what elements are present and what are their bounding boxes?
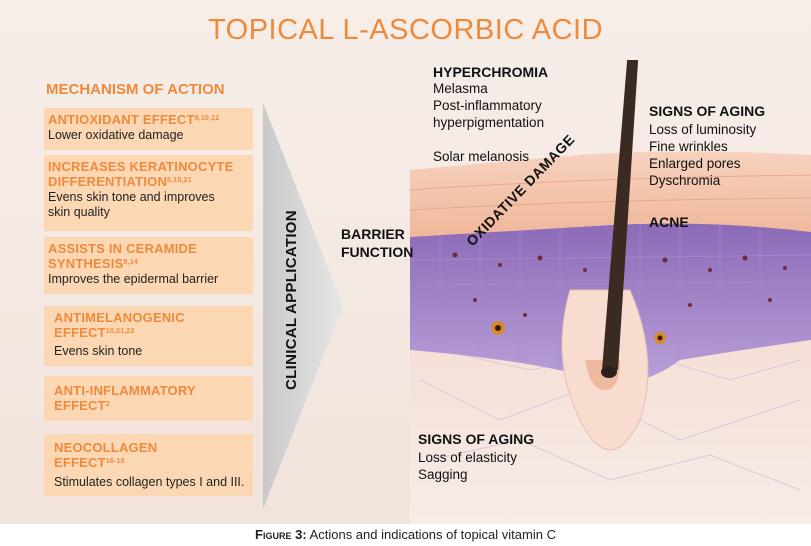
skin-cross-section-illustration [409, 60, 811, 524]
mechanism-desc: Stimulates collagen types I and III. [54, 475, 245, 489]
clinical-arrow-shape [263, 103, 343, 509]
caption-label: Figure 3: [255, 527, 307, 542]
hyperchromia-item: Melasma [433, 81, 488, 96]
hyperchromia-item: Solar melanosis [433, 149, 530, 164]
signs-aging-item: Enlarged pores [649, 156, 741, 171]
acne-label: ACNE [649, 214, 689, 230]
hyperchromia-item: hyperpigmentation [433, 115, 545, 130]
signs-aging-top-heading: SIGNS OF AGING [649, 103, 766, 119]
figure-caption: Figure 3: Actions and indications of top… [0, 527, 811, 542]
mechanism-heading: MECHANISM OF ACTION [46, 81, 225, 98]
barrier-label-line2: FUNCTION [341, 244, 414, 260]
hyperchromia-heading: HYPERCHROMIA [433, 64, 549, 80]
mechanism-desc: Lower oxidative damage [48, 128, 184, 142]
mechanism-title: ANTIOXIDANT EFFECT9,10,12 [48, 112, 220, 127]
signs-aging-item: Loss of luminosity [649, 122, 757, 137]
figure-title: TOPICAL L-ASCORBIC ACID [207, 14, 604, 46]
hyperchromia-item: Post-inflammatory [433, 98, 542, 113]
signs-aging-item: Fine wrinkles [649, 139, 728, 154]
barrier-label-line1: BARRIER [341, 226, 405, 242]
caption-text: Actions and indications of topical vitam… [309, 527, 556, 542]
mechanism-desc: Improves the epidermal barrier [48, 272, 219, 286]
signs-aging-bottom-heading: SIGNS OF AGING [418, 431, 535, 447]
mechanism-desc: Evens skin tone [54, 344, 143, 358]
mechanism-box-antioxidant: ANTIOXIDANT EFFECT9,10,12 Lower oxidativ… [44, 108, 253, 150]
signs-aging-item: Loss of elasticity [418, 450, 518, 465]
figure-panel: TOPICAL L-ASCORBIC ACID MECHANISM OF ACT… [0, 0, 811, 524]
signs-aging-item: Sagging [418, 467, 468, 482]
clinical-application-label: CLINICAL APPLICATION [283, 210, 300, 390]
signs-aging-item: Dyschromia [649, 173, 721, 188]
